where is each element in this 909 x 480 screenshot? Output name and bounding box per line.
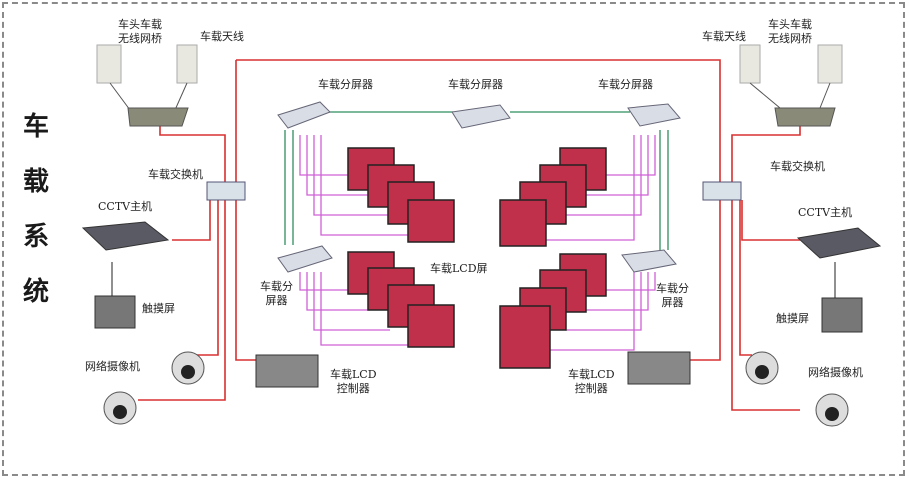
splitter-mid-right: [621, 249, 677, 273]
label-line: 屏器: [661, 296, 684, 309]
label-splitter-mid-left: 车载分 屏器: [260, 280, 293, 308]
label-cctv-left: CCTV主机: [98, 200, 153, 213]
left-touchscreen: [94, 295, 136, 329]
label-camera-left: 网络摄像机: [85, 360, 140, 373]
label-line: 屏器: [265, 294, 288, 307]
label-switch-left: 车载交换机: [148, 168, 203, 181]
label-touchscreen-left: 触摸屏: [142, 302, 175, 315]
label-line: 车载分: [260, 280, 293, 293]
label-line: 控制器: [574, 382, 608, 395]
label-splitter-mid-right: 车载分 屏器: [656, 282, 689, 310]
lcd-screens-right-lower: [499, 253, 607, 369]
label-line: 车载分: [656, 282, 689, 295]
title-char: 载: [22, 167, 49, 197]
label-line: 控制器: [336, 382, 370, 395]
right-touchscreen: [821, 297, 863, 333]
lcd-screens-right-upper: [499, 147, 607, 247]
label-splitter-3: 车载分屏器: [598, 78, 653, 91]
left-switch: [206, 181, 246, 201]
label-line: 无线网桥: [118, 32, 162, 45]
label-camera-right: 网络摄像机: [808, 366, 863, 379]
label-line: 车头车载: [118, 18, 162, 31]
label-touchscreen-right: 触摸屏: [776, 312, 809, 325]
label-antenna-left: 车载天线: [200, 30, 244, 43]
lcd-screens-left-upper: [347, 147, 455, 243]
label-line: 车载LCD: [330, 368, 377, 381]
label-lcd-screen: 车载LCD屏: [430, 262, 488, 275]
label-bridge-right: 车头车载 无线网桥: [768, 18, 812, 46]
splitter-top-left: [277, 101, 331, 129]
title-char: 系: [22, 222, 49, 252]
right-antenna-panels: [739, 44, 843, 109]
label-splitter-1: 车载分屏器: [318, 78, 373, 91]
label-cctv-right: CCTV主机: [798, 206, 853, 219]
green-splitter-links: [284, 111, 669, 250]
splitter-mid-left: [277, 245, 333, 273]
right-lcd-controller: [627, 351, 691, 385]
label-line: 车头车载: [768, 18, 812, 31]
label-line: 无线网桥: [768, 32, 812, 45]
title-char: 车: [22, 112, 49, 142]
system-title: 车 载 系 统: [16, 100, 56, 320]
right-cctv-host: [796, 227, 882, 259]
right-wireless-bridge: [774, 107, 836, 127]
splitter-top-center: [451, 104, 511, 129]
left-cctv-host: [81, 221, 170, 251]
label-antenna-right: 车载天线: [702, 30, 746, 43]
left-antenna-panels: [96, 44, 198, 111]
left-wireless-bridge: [127, 107, 189, 127]
splitter-top-right: [627, 103, 681, 127]
label-bridge-left: 车头车载 无线网桥: [118, 18, 162, 46]
red-network-links: [138, 59, 801, 411]
right-switch: [702, 181, 742, 201]
label-lcd-controller-right: 车载LCD 控制器: [568, 368, 615, 396]
lcd-screens-left-lower: [347, 251, 455, 348]
label-splitter-2: 车载分屏器: [448, 78, 503, 91]
label-lcd-controller-left: 车载LCD 控制器: [330, 368, 377, 396]
label-line: 车载LCD: [568, 368, 615, 381]
magenta-video-links: [299, 135, 656, 351]
label-switch-right: 车载交换机: [770, 160, 825, 173]
title-char: 统: [22, 277, 49, 307]
left-lcd-controller: [255, 354, 319, 388]
